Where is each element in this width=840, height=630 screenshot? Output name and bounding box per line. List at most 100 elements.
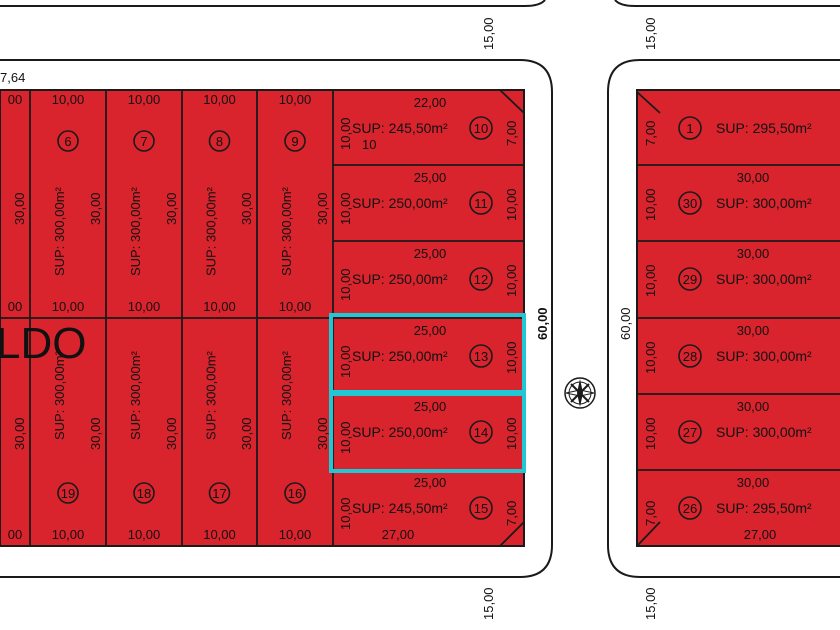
lot-bottom-width-label: 10,00 bbox=[52, 527, 85, 542]
lot-left-dimension: 7,00 bbox=[643, 501, 658, 526]
lot-area-label: SUP: 300,00m² bbox=[716, 348, 812, 364]
lot-marker-14-number: 14 bbox=[474, 425, 488, 440]
lot-right-dimension: 10,00 bbox=[504, 341, 519, 374]
lot-left-dimension: 10,00 bbox=[643, 264, 658, 297]
block-right-outline bbox=[607, 59, 840, 578]
lot-marker-18-number: 18 bbox=[137, 486, 151, 501]
block-right-depth-label: 60,00 bbox=[618, 307, 633, 340]
lot-marker-11[interactable]: 11 bbox=[469, 191, 493, 215]
lot-area-label: SUP: 250,00m² bbox=[352, 271, 448, 287]
lot-top-bottom-label: 10,00 bbox=[279, 299, 312, 314]
lot-front-label: 25,00 bbox=[414, 475, 447, 490]
lot-side-dimension: 30,00 bbox=[239, 417, 254, 450]
lot-marker-7-number: 7 bbox=[140, 134, 147, 149]
lot-area-label: SUP: 300,00m² bbox=[716, 195, 812, 211]
lot-side-dimension: 30,00 bbox=[88, 417, 103, 450]
lot-front-label: 30,00 bbox=[737, 170, 770, 185]
lot-area-label: SUP: 300,00m² bbox=[52, 350, 67, 440]
street-label-bottom-left: 15,00 bbox=[481, 587, 496, 620]
lot-marker-7[interactable]: 7 bbox=[133, 130, 155, 152]
lot-right-dimension: 10,00 bbox=[504, 417, 519, 450]
highlight-lot-14[interactable] bbox=[329, 392, 526, 473]
upper-block-outline-right bbox=[614, 0, 840, 7]
lot-marker-16[interactable]: 16 bbox=[284, 482, 306, 504]
lot-marker-28[interactable]: 28 bbox=[678, 344, 702, 368]
lot-top-width-label: 00 bbox=[8, 92, 22, 107]
lot-left-dimension: 10,00 bbox=[643, 188, 658, 221]
lot-marker-19[interactable]: 19 bbox=[57, 482, 79, 504]
lot-front-label: 22,00 bbox=[414, 95, 447, 110]
lot-marker-26-number: 26 bbox=[683, 501, 697, 516]
lot-marker-8[interactable]: 8 bbox=[208, 130, 231, 152]
lot-right-dimension: 10,00 bbox=[504, 188, 519, 221]
lot-bottom-width-label: 10,00 bbox=[203, 527, 236, 542]
lot-area-label: SUP: 295,50m² bbox=[716, 500, 812, 516]
lot-top-bottom-label: 10,00 bbox=[203, 299, 236, 314]
lot-front-label: 25,00 bbox=[414, 170, 447, 185]
lot-marker-12[interactable]: 12 bbox=[469, 267, 493, 291]
lot-marker-6[interactable]: 6 bbox=[57, 130, 79, 152]
lot-top-width-label: 10,00 bbox=[203, 92, 236, 107]
lot-area-label: SUP: 295,50m² bbox=[716, 120, 812, 136]
right-block-lot-lines bbox=[636, 91, 840, 547]
lot-side-dimension: 30,00 bbox=[12, 192, 27, 225]
lot-marker-14[interactable]: 14 bbox=[469, 420, 493, 444]
lot-top-width-label: 10,00 bbox=[128, 92, 161, 107]
lot-marker-9-number: 9 bbox=[291, 134, 298, 149]
lot-area-label: SUP: 300,00m² bbox=[279, 186, 294, 276]
lot-area-label: SUP: 300,00m² bbox=[716, 424, 812, 440]
street-label-bottom-right: 15,00 bbox=[643, 587, 658, 620]
lot-side-dimension: 30,00 bbox=[164, 192, 179, 225]
lot-left-dimension: 7,00 bbox=[643, 121, 658, 146]
lot-left-dimension: 10,00 bbox=[338, 192, 353, 225]
lot-marker-28-number: 28 bbox=[683, 349, 697, 364]
lot-area-label: SUP: 300,00m² bbox=[52, 186, 67, 276]
lot-marker-29[interactable]: 29 bbox=[678, 267, 702, 291]
lot-marker-8-number: 8 bbox=[216, 134, 223, 149]
lot-bottom-width-label: 10,00 bbox=[279, 527, 312, 542]
upper-block-outline-left bbox=[0, 0, 546, 7]
lot-top-width-label: 10,00 bbox=[279, 92, 312, 107]
lot-marker-29-number: 29 bbox=[683, 272, 697, 287]
lot-front-label: 30,00 bbox=[737, 399, 770, 414]
lot-left-dimension: 10,00 bbox=[643, 341, 658, 374]
lot-front-label: 25,00 bbox=[414, 399, 447, 414]
bottom-width-label: 27,00 bbox=[382, 527, 415, 542]
lot-area-label: SUP: 300,00m² bbox=[279, 350, 294, 440]
lot-area-label: SUP: 250,00m² bbox=[352, 195, 448, 211]
lot-marker-17[interactable]: 17 bbox=[208, 482, 231, 504]
lot-side-dimension: 30,00 bbox=[12, 417, 27, 450]
lot-marker-18[interactable]: 18 bbox=[133, 482, 155, 504]
street-label-top-left: 15,00 bbox=[481, 17, 496, 50]
lot-marker-15[interactable]: 15 bbox=[469, 496, 493, 520]
partial-measure-label: 7,64 bbox=[0, 70, 25, 85]
lot-area-label: SUP: 300,00m² bbox=[128, 186, 143, 276]
lot-marker-17-number: 17 bbox=[212, 486, 226, 501]
lot-bottom-width-label: 00 bbox=[8, 527, 22, 542]
lot-side-dimension: 30,00 bbox=[164, 417, 179, 450]
lot-left-dimension: 10,00 bbox=[338, 268, 353, 301]
lot-marker-26[interactable]: 26 bbox=[678, 496, 702, 520]
lot-top-bottom-label: 00 bbox=[8, 299, 22, 314]
lot-marker-1-number: 1 bbox=[686, 121, 693, 136]
lot-right-dimension: 7,00 bbox=[504, 501, 519, 526]
lot-marker-12-number: 12 bbox=[474, 272, 488, 287]
lot-marker-16-number: 16 bbox=[288, 486, 302, 501]
lot-extra-label: 10 bbox=[362, 137, 376, 152]
lot-marker-13[interactable]: 13 bbox=[469, 344, 493, 368]
lot-marker-10[interactable]: 10 bbox=[469, 116, 493, 140]
lot-area-label: SUP: 245,50m² bbox=[352, 500, 448, 516]
lot-front-label: 30,00 bbox=[737, 323, 770, 338]
lot-marker-9[interactable]: 9 bbox=[284, 130, 306, 152]
lot-marker-27-number: 27 bbox=[683, 425, 697, 440]
lot-area-label: SUP: 250,00m² bbox=[352, 424, 448, 440]
lot-marker-13-number: 13 bbox=[474, 349, 488, 364]
lot-top-bottom-label: 10,00 bbox=[128, 299, 161, 314]
lot-left-dimension: 10,00 bbox=[643, 417, 658, 450]
lot-marker-30[interactable]: 30 bbox=[678, 191, 702, 215]
lot-marker-11-number: 11 bbox=[474, 196, 488, 211]
lot-marker-27[interactable]: 27 bbox=[678, 420, 702, 444]
lot-marker-1[interactable]: 1 bbox=[678, 116, 702, 140]
lot-marker-6-number: 6 bbox=[64, 134, 71, 149]
